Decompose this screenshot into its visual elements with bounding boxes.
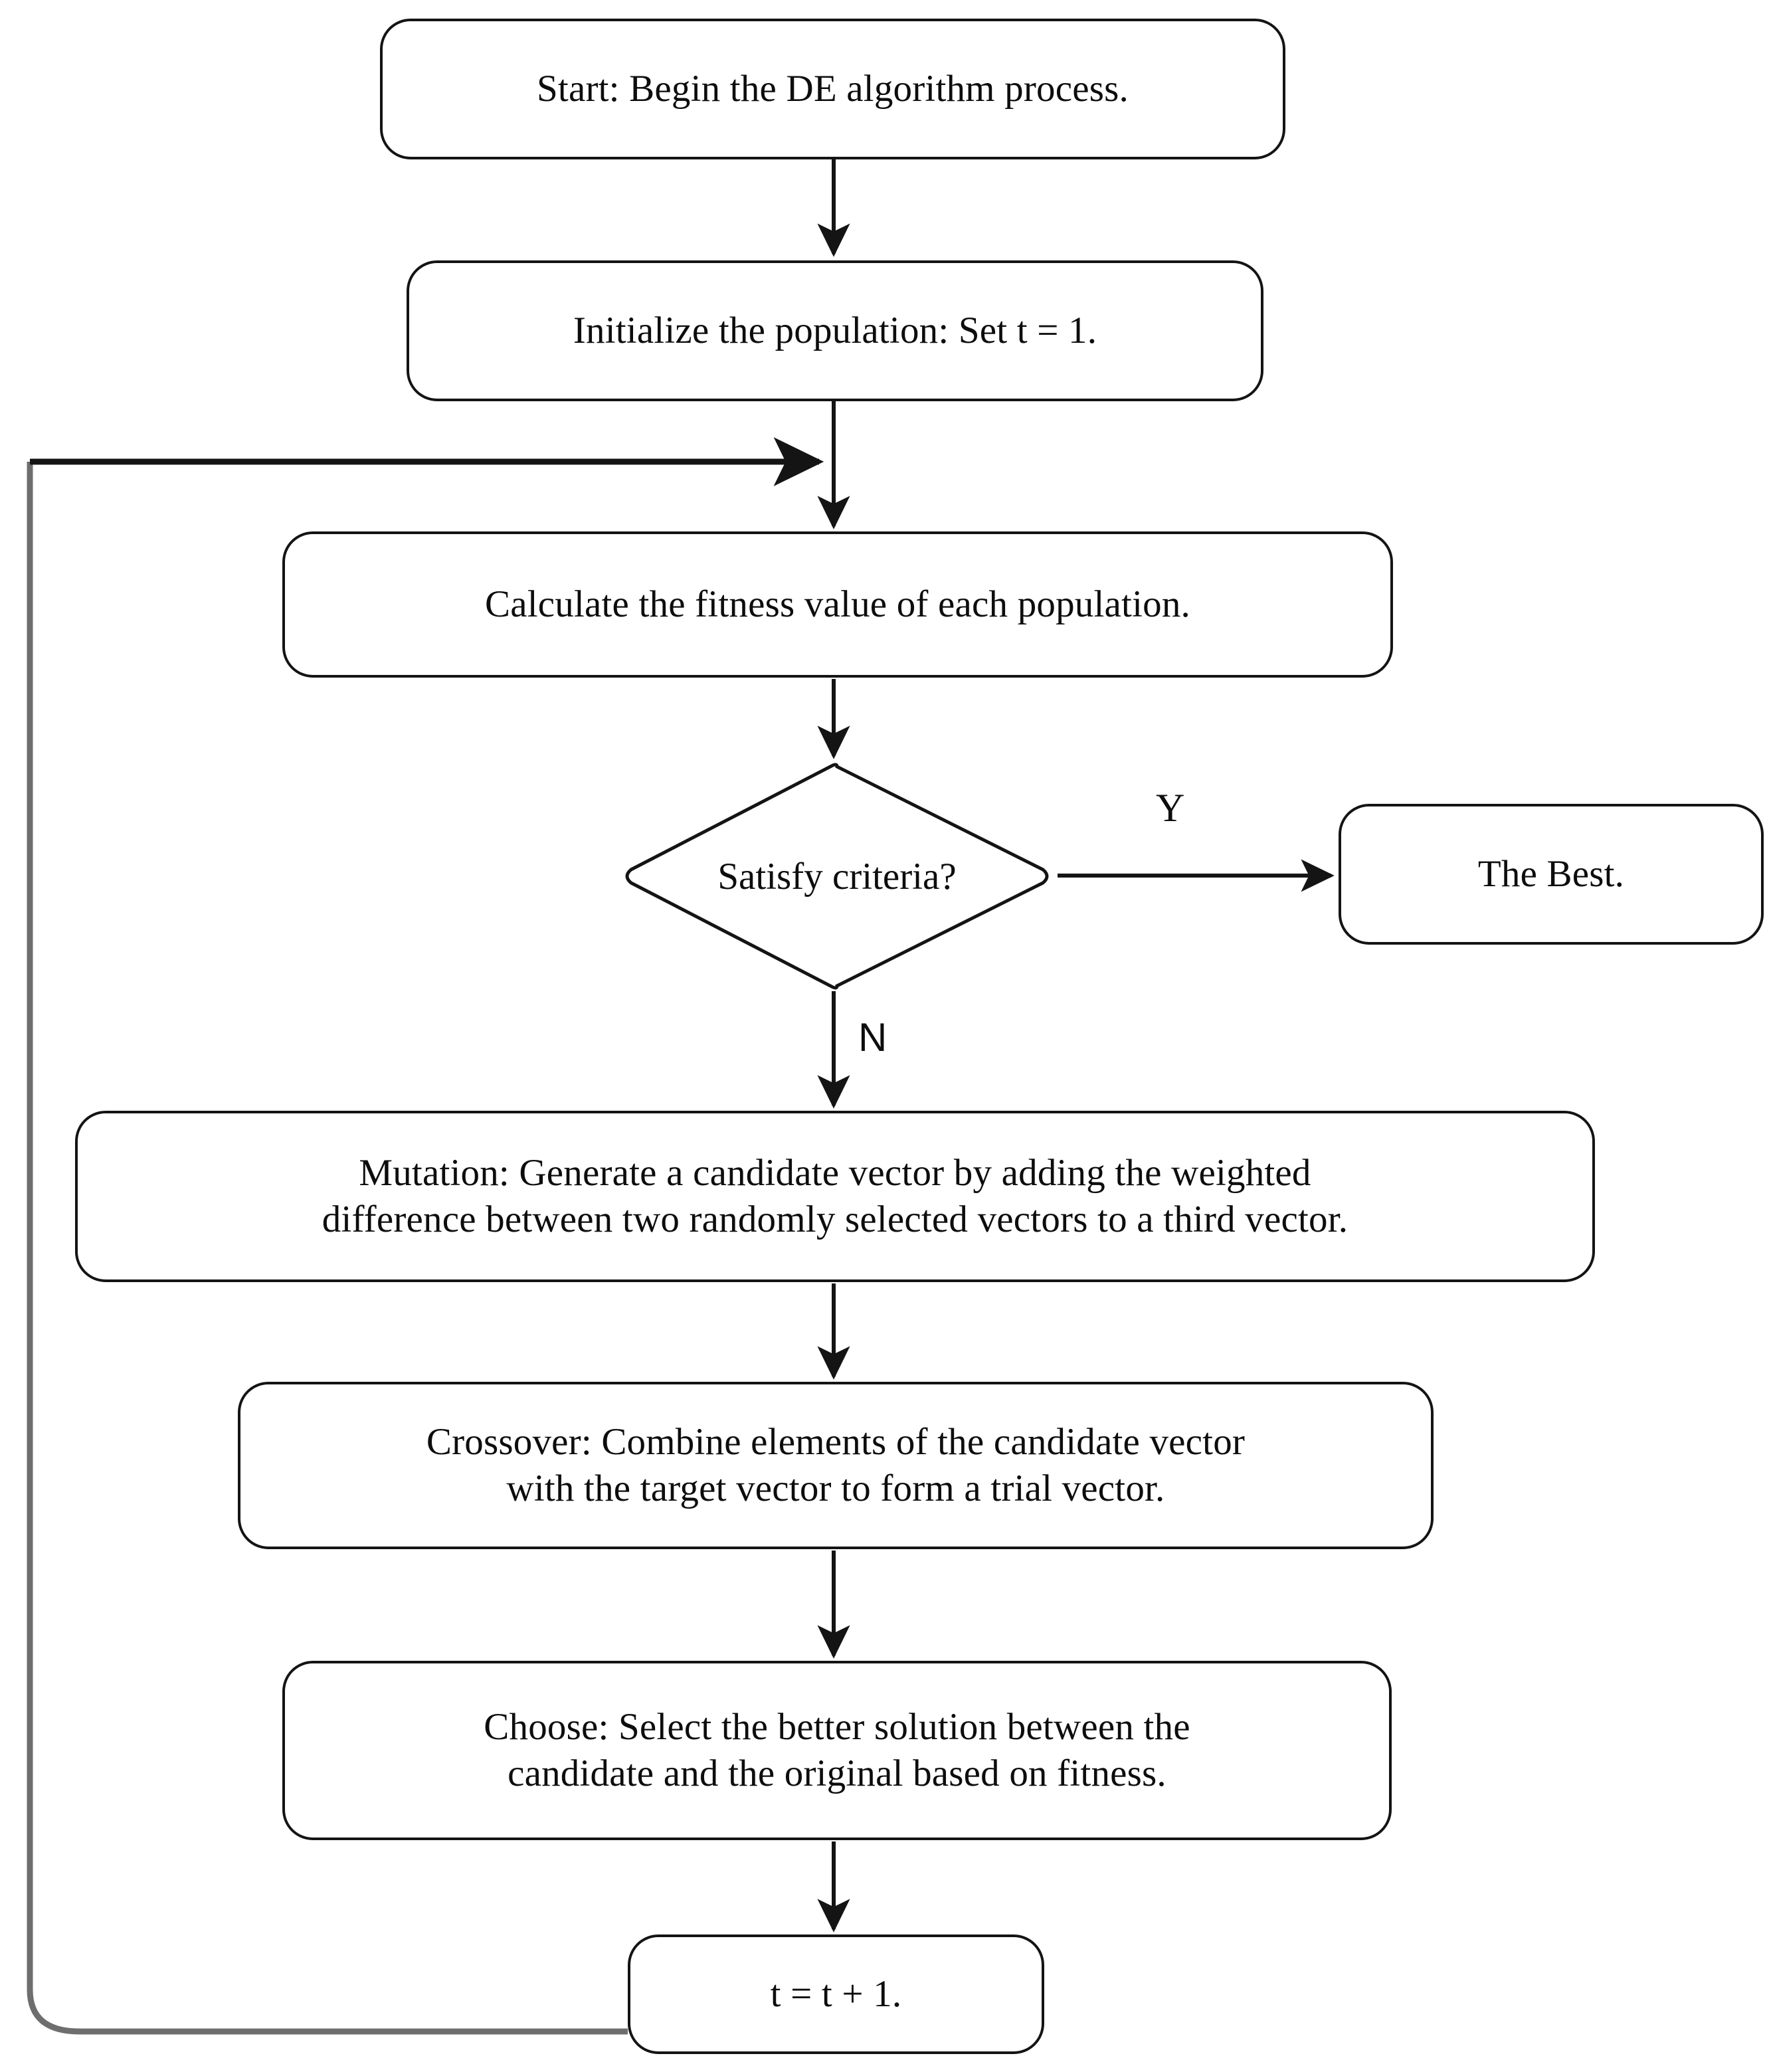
node-choose-line2: candidate and the original based on fitn… — [508, 1752, 1166, 1794]
node-the-best[interactable]: The Best. — [1339, 804, 1764, 945]
node-mutation-line2: difference between two randomly selected… — [322, 1198, 1349, 1240]
node-best-label: The Best. — [1477, 853, 1625, 895]
node-decision-label: Satisfy criteria? — [717, 855, 957, 897]
node-fitness-label: Calculate the fitness value of each popu… — [485, 583, 1190, 626]
node-satisfy-criteria-decision[interactable]: Satisfy criteria? — [618, 761, 1056, 991]
node-crossover[interactable]: Crossover: Combine elements of the candi… — [238, 1382, 1434, 1549]
edge-increment-feedback — [27, 462, 628, 2035]
node-initialize-population[interactable]: Initialize the population: Set t = 1. — [407, 260, 1263, 401]
node-choose[interactable]: Choose: Select the better solution betwe… — [282, 1661, 1392, 1840]
node-mutation[interactable]: Mutation: Generate a candidate vector by… — [75, 1111, 1595, 1282]
edge-label-no: N — [858, 1015, 887, 1060]
node-start-label: Start: Begin the DE algorithm process. — [537, 68, 1129, 110]
node-increment-counter[interactable]: t = t + 1. — [628, 1934, 1044, 2054]
node-mutation-line1: Mutation: Generate a candidate vector by… — [359, 1152, 1311, 1194]
node-increment-label: t = t + 1. — [770, 1973, 902, 2016]
node-crossover-line1: Crossover: Combine elements of the candi… — [426, 1421, 1246, 1463]
diamond-shape-icon — [625, 763, 1049, 990]
node-initialize-label: Initialize the population: Set t = 1. — [573, 310, 1097, 352]
node-calculate-fitness[interactable]: Calculate the fitness value of each popu… — [282, 531, 1393, 678]
node-start[interactable]: Start: Begin the DE algorithm process. — [380, 19, 1285, 159]
edge-label-yes: Y — [1156, 786, 1185, 830]
node-choose-line1: Choose: Select the better solution betwe… — [484, 1706, 1190, 1748]
node-crossover-line2: with the target vector to form a trial v… — [506, 1467, 1165, 1509]
